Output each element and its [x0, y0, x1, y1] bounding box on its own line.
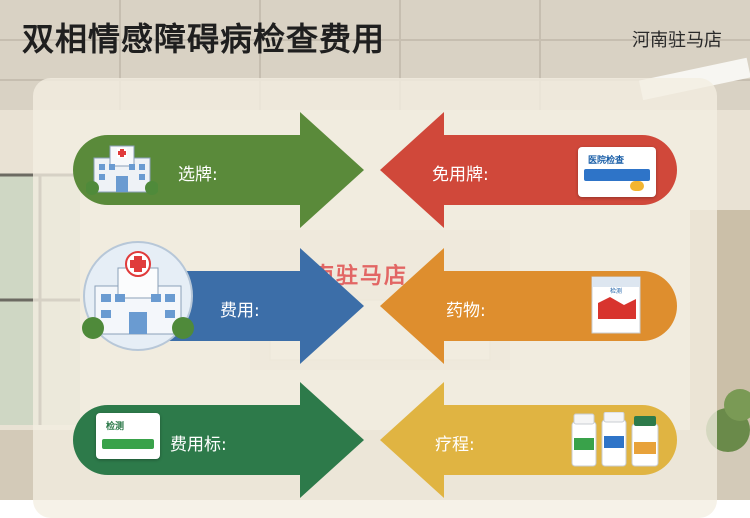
hospital-icon [86, 145, 158, 195]
row1-left-label: 选牌: [178, 165, 218, 185]
arrow-yellow [380, 382, 677, 498]
pill-bottle-icon [571, 412, 659, 467]
medicine-box-icon: 检测 [96, 413, 160, 459]
row3-right-label: 疗程: [435, 435, 475, 455]
row2-left-label: 费用: [220, 301, 260, 321]
row1-right-label: 免用牌: [432, 165, 489, 185]
medicine-box-icon: 医院检查 [578, 147, 656, 197]
arrow-green [73, 112, 364, 228]
store-name: 河南驻马店 [632, 30, 722, 51]
row3-left-label: 费用标: [170, 435, 227, 455]
medicine-pack-icon: 检测 [591, 276, 641, 334]
hospital-icon [82, 241, 194, 351]
page-title: 双相情感障碍病检查费用 [22, 20, 386, 58]
svg-text:检测: 检测 [610, 287, 622, 295]
arrow-red [380, 112, 677, 228]
arrow-blue [138, 248, 364, 364]
medicine-box-text-2: 检测 [106, 422, 125, 432]
medicine-box-text: 医院检查 [588, 156, 625, 166]
arrow-deep-green [73, 382, 364, 498]
row2-right-label: 药物: [446, 301, 486, 321]
